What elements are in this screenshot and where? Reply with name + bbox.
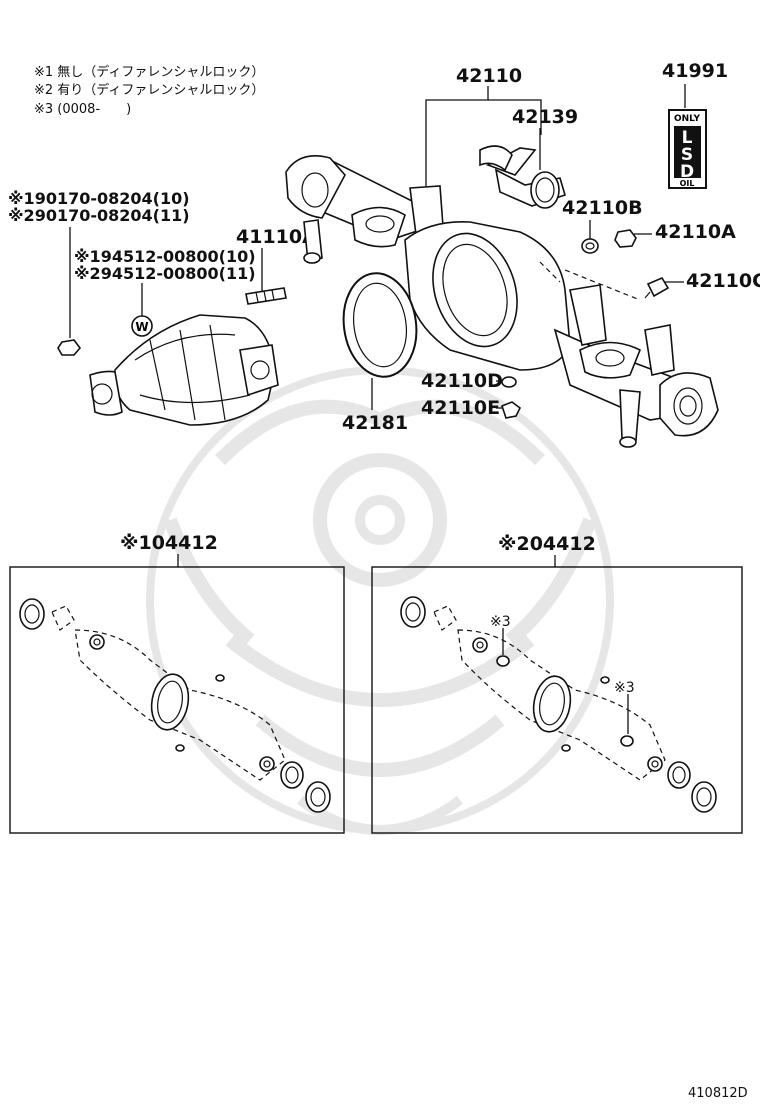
watermark-emblem (146, 366, 614, 835)
washer-symbol: W (135, 320, 148, 334)
gasket-42181[interactable] (337, 268, 423, 381)
stud-bolt-41110A[interactable] (245, 287, 287, 305)
lsd-plate-letter-l: L (682, 128, 693, 148)
washer-94512[interactable]: W (131, 315, 153, 337)
kit-2-parts[interactable] (400, 596, 717, 813)
label-42110E[interactable]: 42110E (421, 397, 500, 419)
label-bolt-2[interactable]: ※290170-08204(11) (8, 206, 190, 225)
mark-3-upper: ※3 (490, 614, 511, 630)
label-41110A[interactable]: 41110A (236, 226, 317, 248)
label-42110C[interactable]: 42110C (686, 270, 760, 292)
label-42139[interactable]: 42139 (512, 106, 578, 128)
differential-carrier[interactable] (89, 314, 279, 426)
label-41991[interactable]: 41991 (662, 60, 728, 82)
axle-housing-42110[interactable] (285, 155, 719, 448)
kit-2-box (371, 566, 743, 834)
label-42110A[interactable]: 42110A (655, 221, 736, 243)
lsd-plate-letter-s: S (681, 145, 693, 165)
mark-3-lower: ※3 (614, 680, 635, 696)
label-42110B[interactable]: 42110B (562, 197, 643, 219)
label-washer-2[interactable]: ※294512-00800(11) (74, 264, 256, 283)
figure-code: 410812D (688, 1086, 748, 1101)
lsd-plate-bottom-text: OIL (680, 179, 695, 188)
label-42110[interactable]: 42110 (456, 65, 522, 87)
breather-tube-42139[interactable] (479, 145, 566, 209)
label-washer-1[interactable]: ※194512-00800(10) (74, 247, 256, 266)
label-bolt-1[interactable]: ※190170-08204(10) (8, 189, 190, 208)
note-2: ※2 有り（ディファレンシャルロック） (34, 82, 264, 98)
label-42110D[interactable]: 42110D (421, 370, 503, 392)
plug-42110D[interactable] (501, 376, 517, 388)
label-kit-1[interactable]: ※104412 (120, 532, 218, 554)
lsd-plate-top-text: ONLY (674, 114, 701, 124)
label-42181[interactable]: 42181 (342, 412, 408, 434)
note-1: ※1 無し（ディファレンシャルロック） (34, 64, 264, 80)
kit-1-box (9, 566, 345, 834)
plug-42110B[interactable] (581, 238, 599, 254)
label-kit-2[interactable]: ※204412 (498, 533, 596, 555)
note-3: ※3 (0008- ) (34, 102, 131, 117)
lsd-oil-plate[interactable]: ONLY L S D OIL (668, 109, 707, 189)
plug-42110E[interactable] (501, 401, 522, 419)
leader-lines (69, 84, 686, 567)
lsd-plate-letter-d: D (680, 162, 694, 182)
breather-plug-42110C[interactable] (644, 276, 670, 299)
nut-90170[interactable] (57, 339, 82, 356)
plug-42110A[interactable] (614, 229, 637, 248)
kit-1-parts[interactable] (19, 598, 331, 813)
